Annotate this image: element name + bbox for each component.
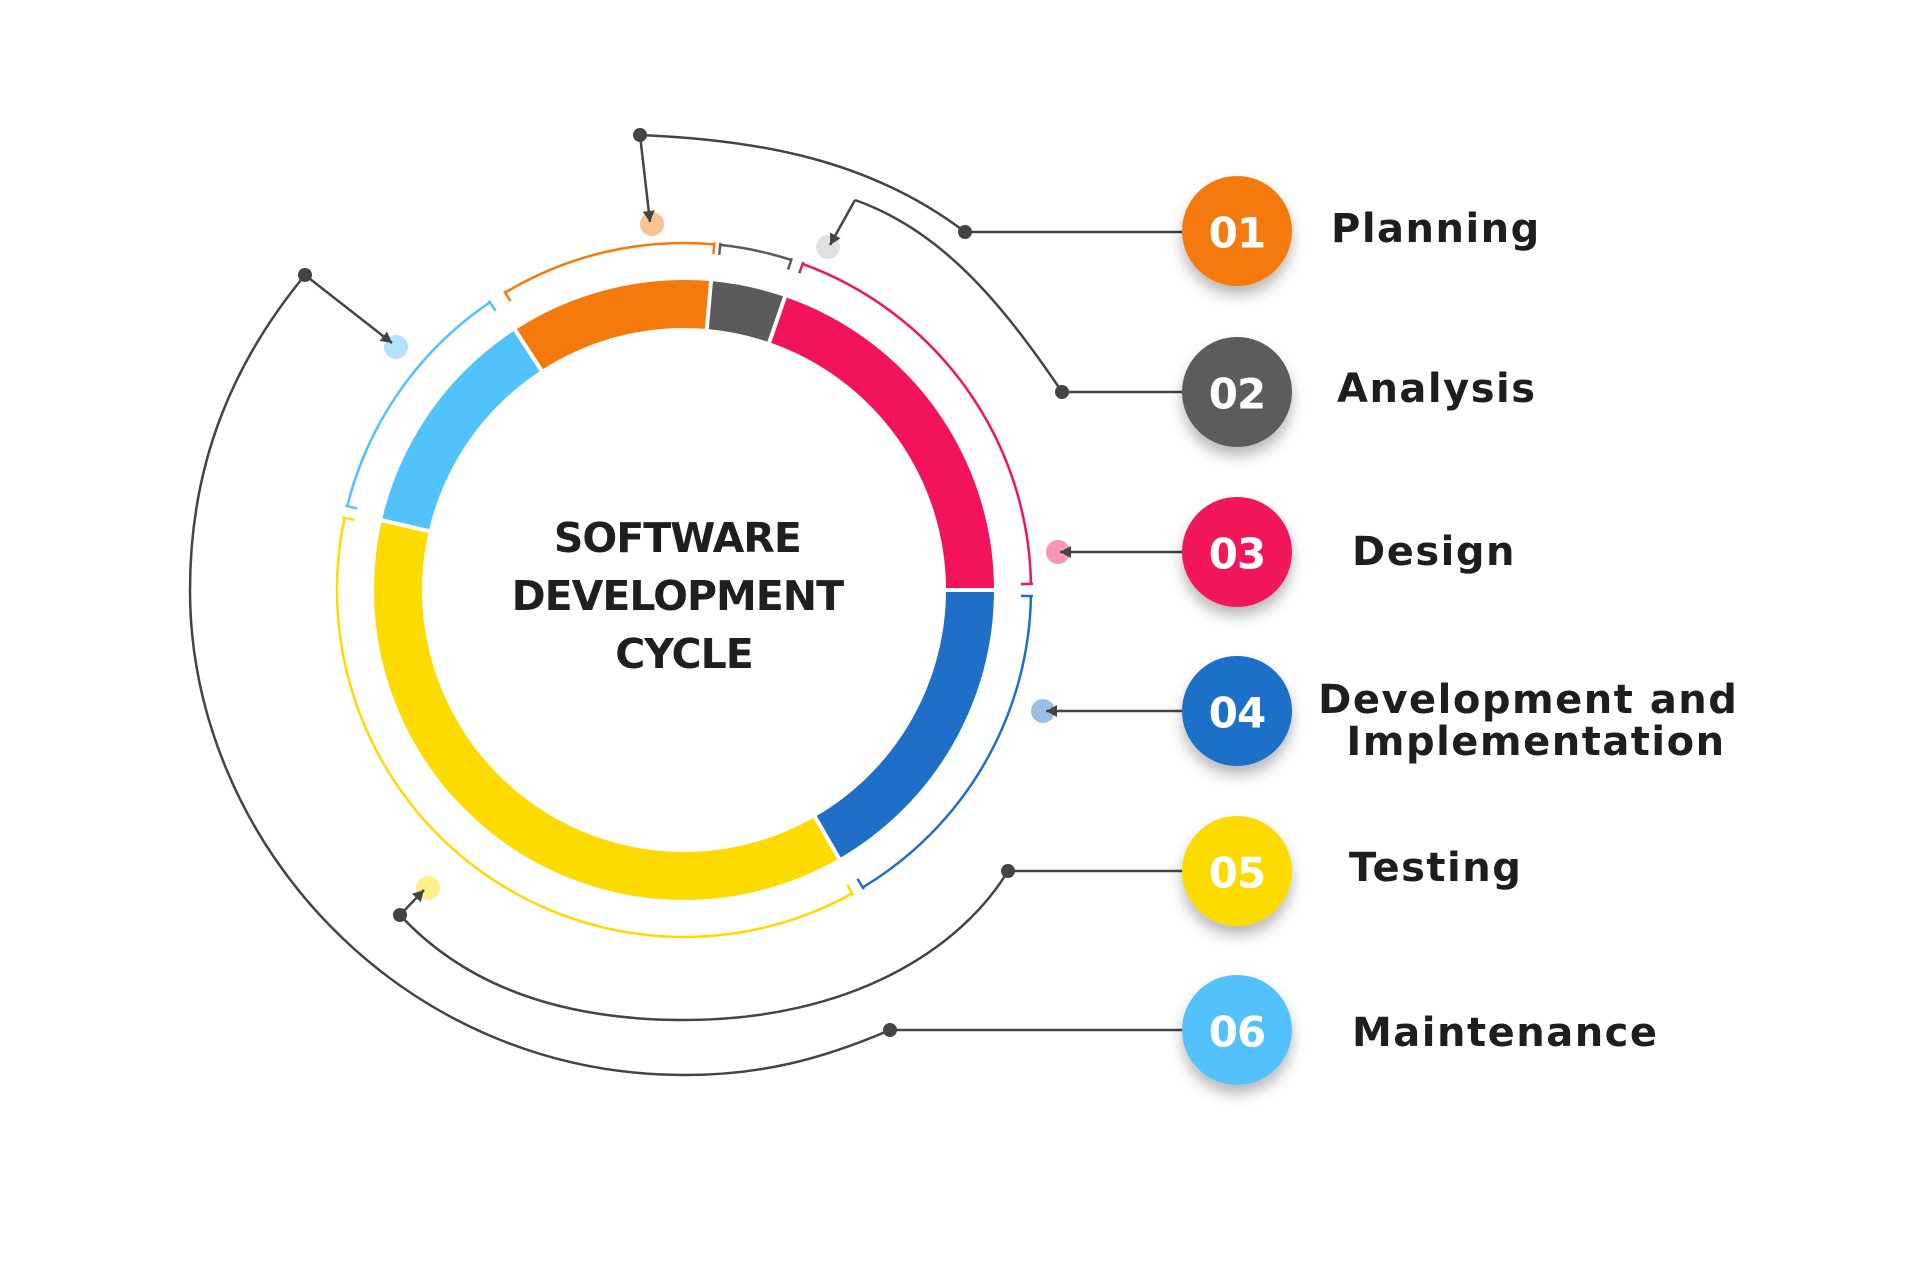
bracket-arc xyxy=(862,596,1033,889)
ring-separator xyxy=(511,325,546,375)
bracket-end xyxy=(345,504,358,510)
connector-arrowhead xyxy=(830,232,841,245)
bracket-arcs xyxy=(335,241,1033,939)
step-label: Development and Implementation xyxy=(1318,677,1754,765)
step-development-and-implementation: 04 Development and Implementation xyxy=(1182,656,1754,766)
step-analysis: 02 Analysis xyxy=(1182,337,1537,447)
center-title-line-3: CYCLE xyxy=(615,630,753,678)
bracket-end xyxy=(798,261,805,274)
center-title: SOFTWARE DEVELOPMENT CYCLE xyxy=(512,514,857,678)
connector-marker xyxy=(1031,699,1055,723)
bracket-end xyxy=(342,516,355,522)
step-label: Design xyxy=(1352,529,1516,575)
connector-arrowhead xyxy=(379,331,392,343)
step-number: 04 xyxy=(1209,689,1265,738)
step-badge xyxy=(1182,975,1292,1085)
step-label: Planning xyxy=(1331,206,1541,252)
connector-curve xyxy=(639,133,966,233)
connector-marker xyxy=(1046,540,1070,564)
ring-segment xyxy=(815,590,994,859)
cycle-ring xyxy=(373,277,998,900)
connector-arrowhead xyxy=(642,210,655,222)
step-planning: 01 Planning xyxy=(1182,176,1541,286)
bracket-end xyxy=(846,884,855,896)
step-maintenance: 06 Maintenance xyxy=(1182,975,1659,1085)
step-number: 01 xyxy=(1209,209,1265,258)
ring-segment xyxy=(373,520,839,900)
ring-segment xyxy=(706,281,785,343)
step-number: 05 xyxy=(1209,849,1265,898)
center-title-line-2: DEVELOPMENT xyxy=(512,572,844,620)
connector-line xyxy=(304,274,393,344)
step-badge xyxy=(1182,497,1292,607)
ring-segment xyxy=(381,330,542,532)
center-title-line-1: SOFTWARE xyxy=(554,514,801,562)
bracket-end xyxy=(712,242,716,255)
bracket-end xyxy=(717,242,722,255)
step-design: 03 Design xyxy=(1182,497,1516,607)
ring-separator xyxy=(704,277,714,334)
step-badge xyxy=(1182,337,1292,447)
connector-lines xyxy=(188,128,1182,1077)
bracket-end xyxy=(856,878,865,890)
bracket-arc xyxy=(802,262,1033,584)
connector-curve xyxy=(399,870,1010,1022)
step-badge xyxy=(1182,656,1292,766)
ring-separator xyxy=(377,517,434,534)
step-badge xyxy=(1182,176,1292,286)
bracket-end xyxy=(487,299,497,312)
step-number: 02 xyxy=(1209,370,1265,419)
connector-curve xyxy=(854,198,1064,393)
connector-marker xyxy=(640,212,664,236)
bracket-arc xyxy=(720,243,792,262)
connector-line xyxy=(638,134,652,223)
bracket-arc xyxy=(504,241,715,294)
bracket-arc xyxy=(335,517,853,939)
ring-separator xyxy=(766,292,789,347)
bracket-arc xyxy=(346,301,491,507)
connector-arrowhead xyxy=(412,890,424,903)
step-label: Analysis xyxy=(1337,366,1537,412)
step-testing: 05 Testing xyxy=(1182,816,1522,926)
connector-arrowhead xyxy=(1060,546,1071,558)
step-label: Maintenance xyxy=(1352,1010,1659,1056)
step-number: 06 xyxy=(1209,1008,1265,1057)
connector-curve xyxy=(188,274,891,1077)
step-number: 03 xyxy=(1209,530,1265,579)
ring-segment xyxy=(769,296,994,590)
connector-arrowhead xyxy=(1046,705,1057,717)
bracket-end xyxy=(786,257,794,270)
ring-separator xyxy=(811,812,843,863)
step-badge xyxy=(1182,816,1292,926)
bracket-end xyxy=(503,290,512,302)
step-label: Testing xyxy=(1349,845,1522,891)
ring-segment xyxy=(515,280,712,371)
